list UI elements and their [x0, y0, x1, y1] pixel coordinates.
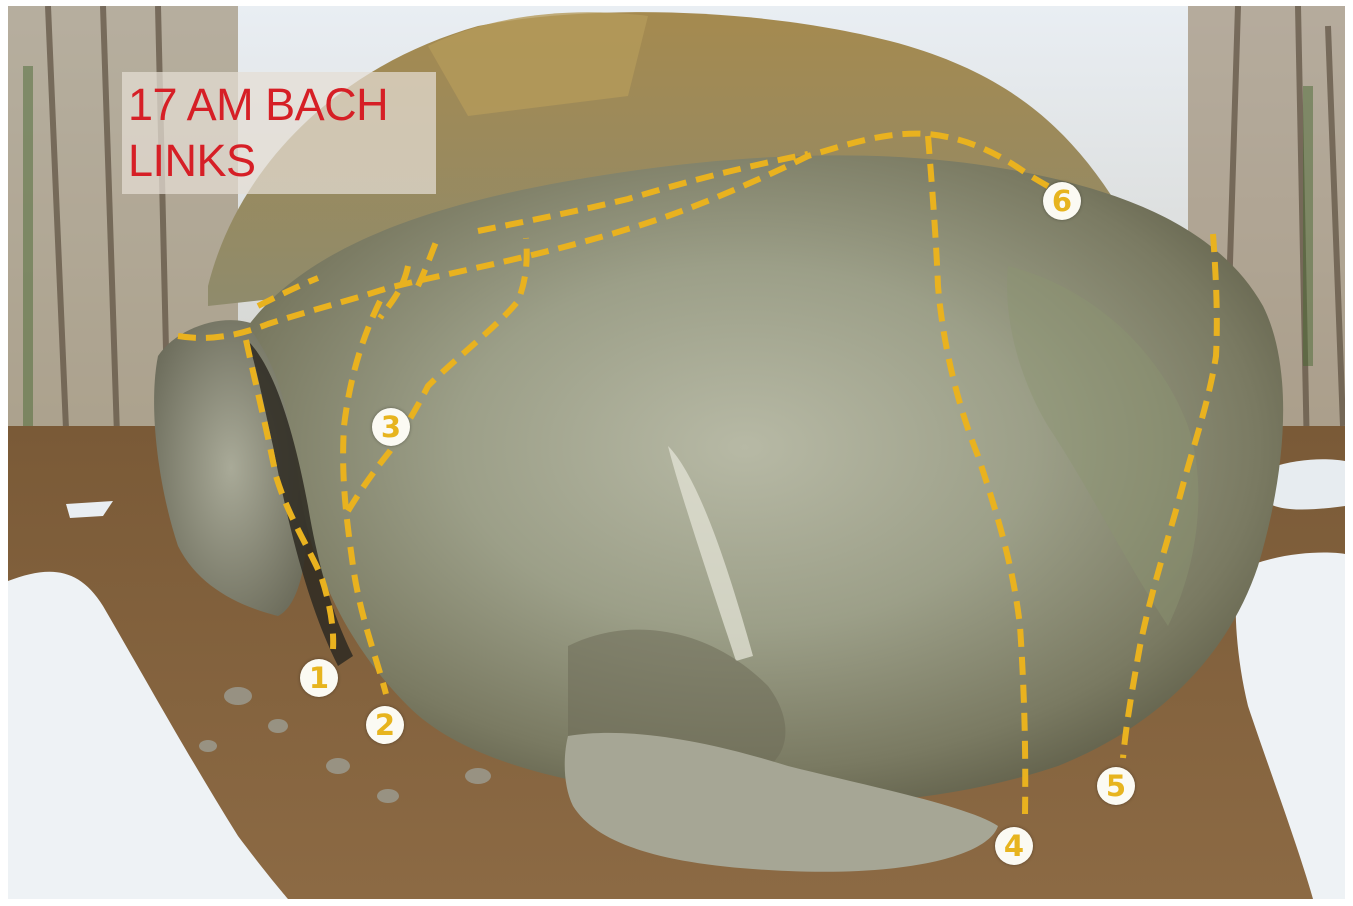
- route-2-line: [340, 299, 389, 695]
- traverse-line: [177, 130, 1068, 341]
- route-4-line: [925, 135, 1029, 815]
- route-3-left: [415, 240, 439, 288]
- route-3-line: [377, 265, 411, 320]
- route-marker-1: 1: [300, 659, 338, 697]
- topo-title-line-1: 17 AM BACH: [128, 79, 389, 130]
- traverse-upper: [256, 275, 320, 309]
- topo-title-box: 17 AM BACH LINKS: [122, 72, 436, 194]
- route-marker-2: 2: [366, 706, 404, 744]
- route-lines: [177, 130, 1220, 815]
- route-marker-3: 3: [372, 408, 410, 446]
- route-3-upper: [345, 237, 530, 513]
- topo-title-line-2: LINKS: [128, 135, 256, 186]
- route-marker-6: 6: [1043, 182, 1081, 220]
- route-1-line: [243, 339, 337, 650]
- topo-photo: 17 AM BACH LINKS 1 2 3 4 5 6: [8, 6, 1345, 899]
- route-5-line: [1120, 233, 1220, 759]
- route-marker-4: 4: [995, 827, 1033, 865]
- traverse-high: [477, 151, 809, 234]
- route-marker-5: 5: [1097, 767, 1135, 805]
